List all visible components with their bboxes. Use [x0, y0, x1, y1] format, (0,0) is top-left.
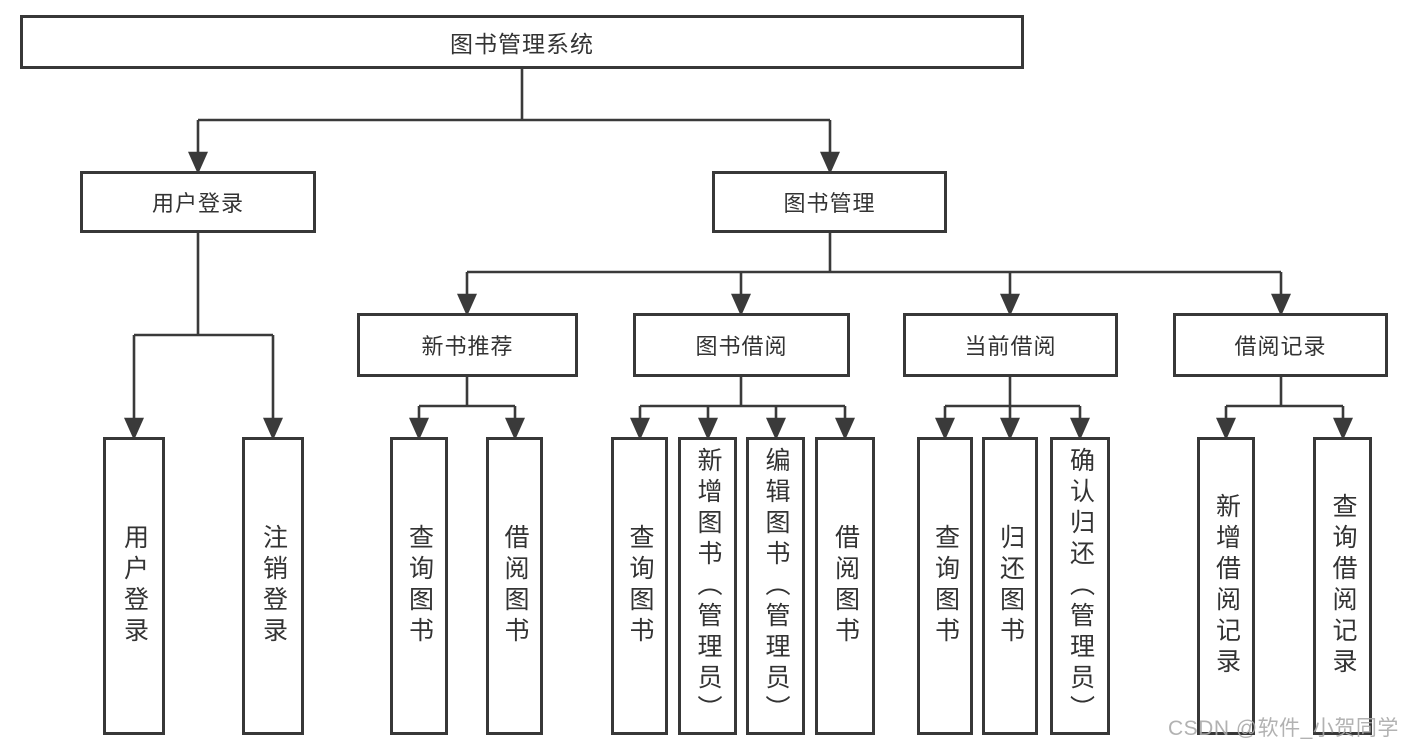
- leaf-return-books: 归还图书: [982, 437, 1038, 735]
- leaf-add-books-admin: 新增图书（管理员）: [678, 437, 737, 735]
- leaf-add-borrow-record: 新增借阅记录: [1197, 437, 1255, 735]
- leaf-query-books-1: 查询图书: [390, 437, 448, 735]
- leaf-query-borrow-record: 查询借阅记录: [1313, 437, 1372, 735]
- node-new-book-recommend: 新书推荐: [357, 313, 578, 377]
- leaf-query-books-2: 查询图书: [611, 437, 668, 735]
- leaf-confirm-return-admin: 确认归还（管理员）: [1050, 437, 1110, 735]
- node-current-borrowing: 当前借阅: [903, 313, 1118, 377]
- leaf-edit-books-admin: 编辑图书（管理员）: [746, 437, 805, 735]
- node-user-login: 用户登录: [80, 171, 316, 233]
- leaf-logout: 注销登录: [242, 437, 304, 735]
- node-library-system: 图书管理系统: [20, 15, 1024, 69]
- node-book-management: 图书管理: [712, 171, 947, 233]
- leaf-borrow-books-1: 借阅图书: [486, 437, 543, 735]
- leaf-borrow-books-2: 借阅图书: [815, 437, 875, 735]
- node-borrowing-records: 借阅记录: [1173, 313, 1388, 377]
- node-book-borrowing: 图书借阅: [633, 313, 850, 377]
- leaf-user-login: 用户登录: [103, 437, 165, 735]
- leaf-query-books-3: 查询图书: [917, 437, 973, 735]
- csdn-watermark: CSDN @软件_小贺同学: [1168, 717, 1399, 740]
